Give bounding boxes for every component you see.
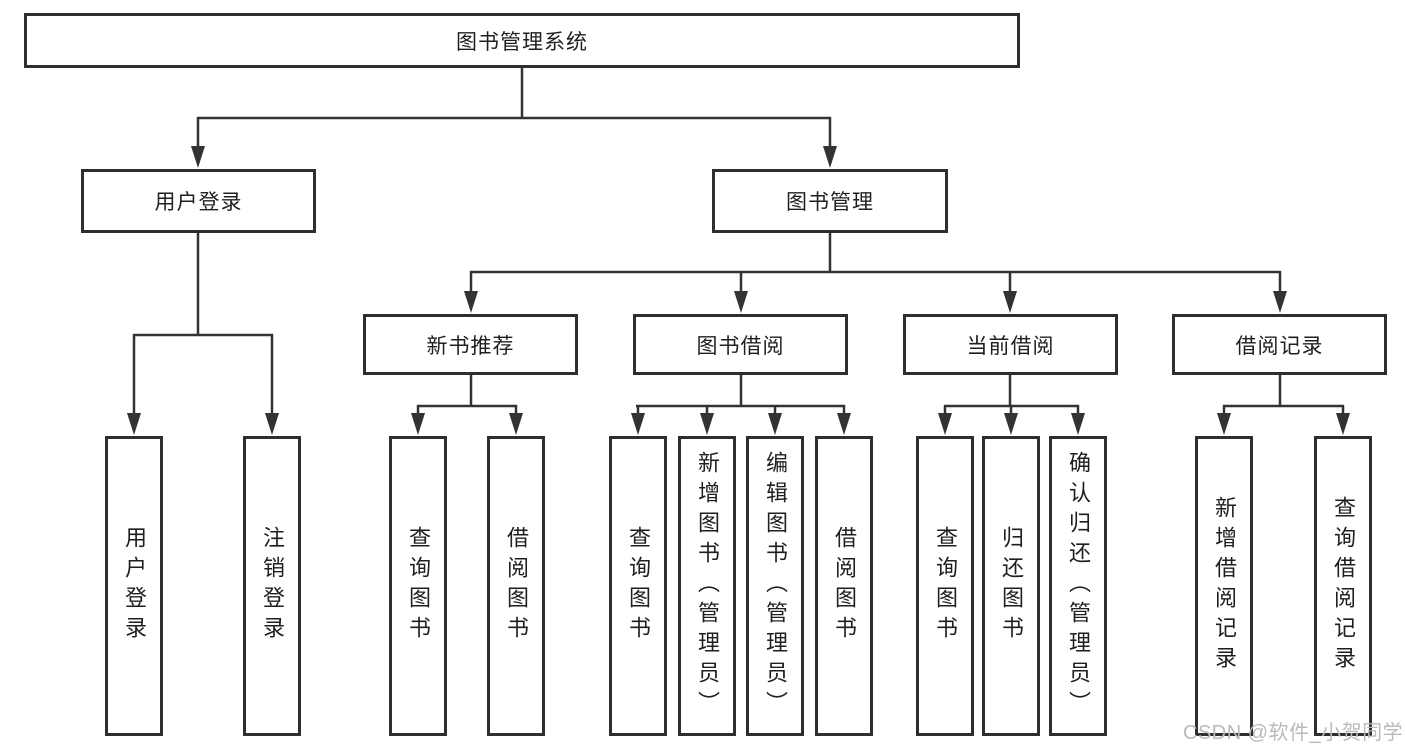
node-label: 查询图书 [933,526,958,646]
node-user-login: 用户登录 [81,169,316,233]
node-label: 查询图书 [406,526,431,646]
node-logout: 注销登录 [243,436,301,736]
node-add-borrow-record: 新增借阅记录 [1195,436,1253,736]
watermark: CSDN @软件_小贺同学 [1183,722,1404,744]
node-confirm-return-admin: 确认归还（管理员） [1049,436,1107,736]
node-label: 确认归还（管理员） [1066,451,1091,721]
node-book-borrowing: 图书借阅 [633,314,848,375]
node-label: 查询图书 [626,526,651,646]
node-current-borrowing: 当前借阅 [903,314,1118,375]
node-label: 借阅图书 [832,526,857,646]
node-edit-book-admin: 编辑图书（管理员） [746,436,804,736]
node-library-management-system: 图书管理系统 [24,13,1020,68]
tree-edges [132,68,1345,420]
node-return-book: 归还图书 [982,436,1040,736]
node-label: 注销登录 [260,526,285,646]
node-query-borrow-record: 查询借阅记录 [1314,436,1372,736]
node-label: 借阅图书 [504,526,529,646]
node-query-book-borrow: 查询图书 [609,436,667,736]
node-label: 编辑图书（管理员） [763,451,788,721]
node-borrow-book-recommend: 借阅图书 [487,436,545,736]
node-query-book-current: 查询图书 [916,436,974,736]
node-label: 新增借阅记录 [1212,496,1237,676]
node-book-management: 图书管理 [712,169,948,233]
node-label: 用户登录 [122,526,147,646]
node-label: 查询借阅记录 [1331,496,1356,676]
node-borrowing-records: 借阅记录 [1172,314,1387,375]
node-label: 归还图书 [999,526,1024,646]
node-add-book-admin: 新增图书（管理员） [678,436,736,736]
node-query-book-recommend: 查询图书 [389,436,447,736]
node-label: 新增图书（管理员） [695,451,720,721]
node-new-book-recommendation: 新书推荐 [363,314,578,375]
node-borrow-book: 借阅图书 [815,436,873,736]
node-user-login-leaf: 用户登录 [105,436,163,736]
